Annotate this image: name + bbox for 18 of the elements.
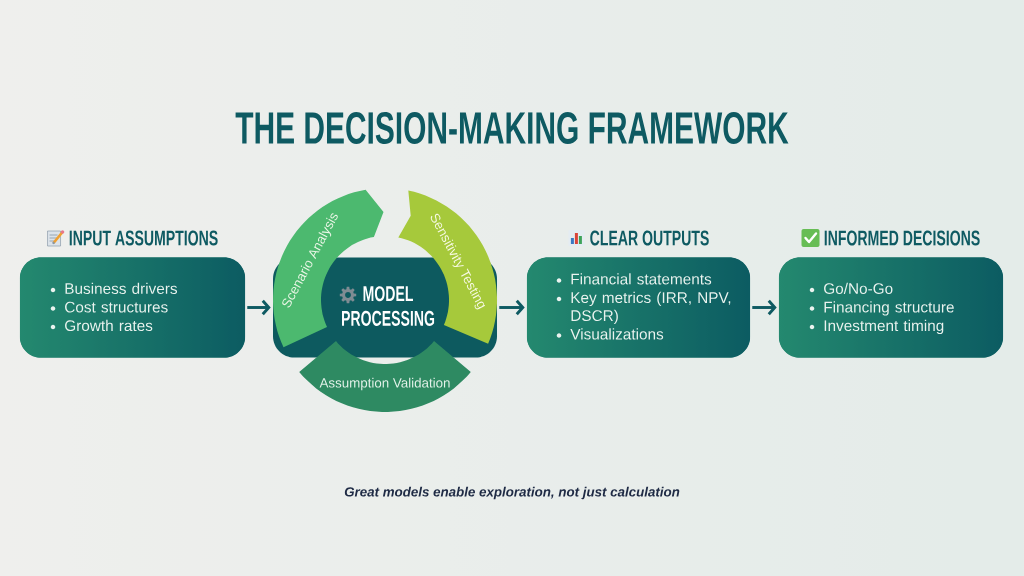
caption: Great models enable exploration, not just calculation: [344, 486, 680, 500]
arrow: [752, 299, 777, 316]
list-item: Visualizations: [570, 328, 664, 340]
list-item: Go/No-Go: [824, 282, 893, 294]
list-item: Growth rates: [65, 319, 153, 332]
arrow: [247, 299, 271, 316]
arrow: [499, 299, 525, 316]
heading: INFORMED DECISIONS: [824, 230, 980, 246]
list-item: Investment timing: [824, 319, 944, 335]
heading: CLEAR OUTPUTS: [590, 230, 709, 246]
list-item: Financing structure: [824, 301, 954, 316]
list-item: Financial statements: [571, 273, 712, 285]
heading: INPUT ASSUMPTIONS: [69, 230, 218, 246]
list-item: Cost structures: [65, 301, 168, 313]
list-item: Key metrics (IRR, NPV, DSCR): [571, 291, 731, 325]
list-item: Business drivers: [65, 282, 178, 294]
arc-band: Assumption Validation: [299, 341, 471, 412]
title: THE DECISION-MAKING FRAMEWORK: [235, 111, 789, 145]
